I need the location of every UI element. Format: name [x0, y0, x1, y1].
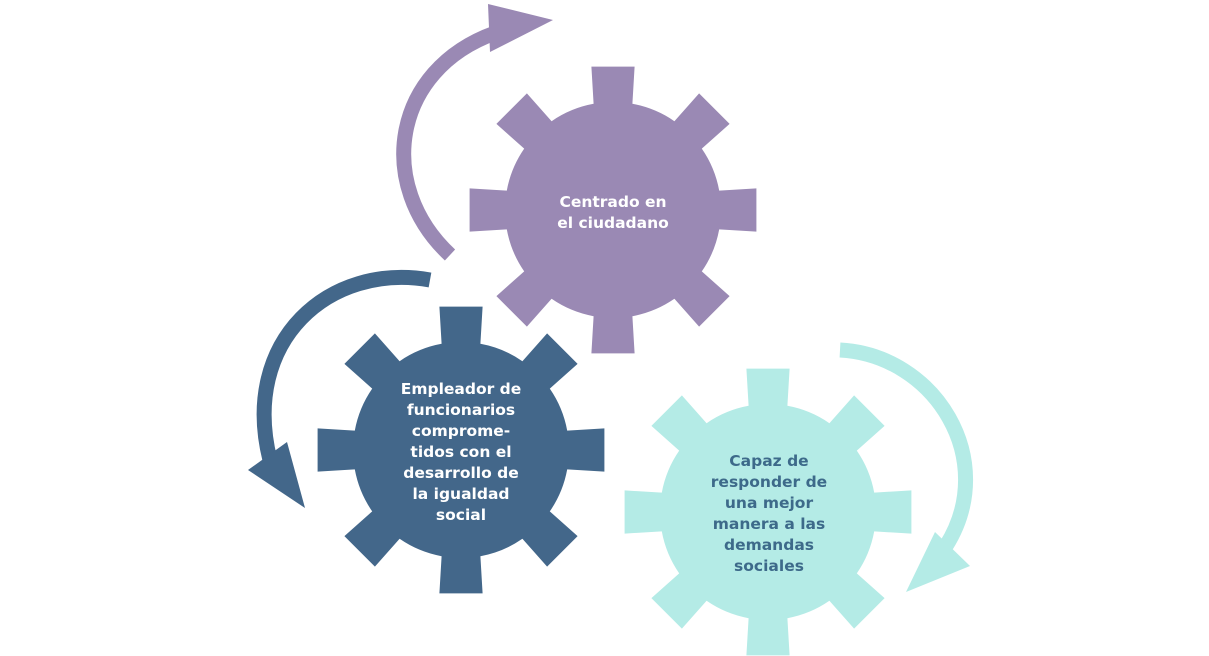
gear-label-capaz: Capaz de responder de una mejor manera a la…: [680, 450, 858, 578]
gear-shape: [624, 368, 912, 656]
gear-label-line: una mejor: [724, 494, 814, 512]
gear-label-line: sociales: [734, 557, 804, 575]
gear-label-line: la igualdad: [412, 484, 510, 503]
arrowhead-icon: [906, 532, 970, 592]
gear-label-line: manera a las: [712, 515, 826, 533]
gear-label-line: tidos con el: [410, 442, 512, 461]
gear-shape: [469, 66, 757, 354]
gear-empleador: [317, 306, 605, 594]
gear-label-line: Capaz de: [729, 452, 809, 470]
gear-label-line: Empleador de: [400, 379, 522, 398]
arrow-shaft: [839, 342, 973, 550]
curved-arrow-blue: [248, 269, 432, 508]
gear-label-line: comprome-: [411, 421, 511, 440]
gear-label-line: Centrado en: [559, 193, 667, 211]
gear-label-line: social: [435, 505, 487, 524]
arrow-shaft: [396, 25, 498, 261]
gear-label-centrado: Centrado en el ciudadano: [522, 191, 704, 235]
curved-arrow-purple: [396, 4, 553, 261]
gear-capaz: [624, 368, 912, 656]
arrowhead-icon: [488, 4, 553, 52]
gear-label-line: demandas: [723, 536, 815, 554]
gear-label-line: responder de: [710, 473, 828, 491]
gear-shape: [317, 306, 605, 594]
gear-label-line: funcionarios: [406, 400, 516, 419]
curved-arrow-teal: [839, 342, 973, 592]
arrowhead-icon: [248, 442, 305, 508]
gear-label-line: el ciudadano: [557, 214, 669, 232]
gear-label-line: desarrollo de: [403, 463, 519, 482]
gear-centrado: [469, 66, 757, 354]
gear-label-empleador: Empleador de funcionarios comprome-tidos c…: [366, 378, 556, 526]
arrow-shaft: [256, 269, 432, 462]
